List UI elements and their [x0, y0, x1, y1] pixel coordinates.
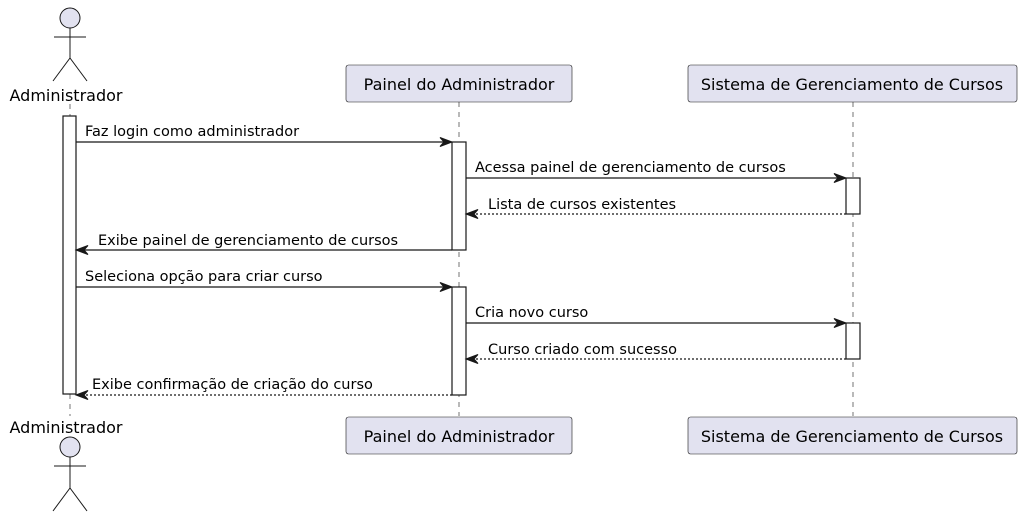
- message-label: Exibe painel de gerenciamento de cursos: [98, 233, 398, 249]
- arrowhead-right-icon: [833, 318, 848, 328]
- arrowhead-left-icon: [464, 354, 479, 364]
- arrowhead-right-icon: [439, 137, 454, 147]
- message-label: Acessa painel de gerenciamento de cursos: [475, 160, 786, 176]
- message-3: Lista de cursos existentes: [464, 197, 846, 219]
- message-label: Cria novo curso: [475, 305, 588, 321]
- participant-painel-bottom: Painel do Administrador: [345, 416, 573, 455]
- activation-sistema-2: [845, 322, 861, 360]
- actor-head-icon: [59, 7, 81, 29]
- message-6: Cria novo curso: [466, 305, 848, 328]
- actor-name-bottom: Administrador: [10, 418, 123, 437]
- message-4: Exibe painel de gerenciamento de cursos: [74, 233, 452, 255]
- message-2: Acessa painel de gerenciamento de cursos: [466, 160, 848, 183]
- message-label: Faz login como administrador: [85, 124, 299, 140]
- message-5: Seleciona opção para criar curso: [76, 269, 454, 292]
- message-7: Curso criado com sucesso: [464, 342, 846, 364]
- activation-administrador: [62, 115, 77, 395]
- arrowhead-right-icon: [833, 173, 848, 183]
- arrowhead-right-icon: [439, 282, 454, 292]
- arrowhead-left-icon: [74, 390, 89, 400]
- message-label: Curso criado com sucesso: [488, 342, 677, 358]
- participant-label-sistema-bottom: Sistema de Gerenciamento de Cursos: [701, 427, 1003, 446]
- actor-name-top: Administrador: [10, 86, 123, 105]
- arrowhead-left-icon: [74, 245, 89, 255]
- participant-label-sistema-top: Sistema de Gerenciamento de Cursos: [701, 75, 1003, 94]
- message-label: Lista de cursos existentes: [488, 197, 676, 213]
- actor-administrador-top: Administrador: [10, 7, 123, 105]
- message-label: Exibe confirmação de criação do curso: [92, 377, 373, 393]
- participant-painel-top: Painel do Administrador: [345, 64, 573, 103]
- message-label: Seleciona opção para criar curso: [85, 269, 323, 285]
- participant-label-painel-bottom: Painel do Administrador: [364, 427, 555, 446]
- activation-painel-2: [451, 286, 467, 396]
- activation-sistema-1: [845, 177, 861, 215]
- activation-painel-1: [451, 141, 467, 251]
- actor-administrador-bottom: Administrador: [10, 418, 123, 512]
- actor-head-icon: [59, 436, 81, 458]
- message-8: Exibe confirmação de criação do curso: [74, 377, 452, 400]
- participant-sistema-top: Sistema de Gerenciamento de Cursos: [687, 64, 1018, 103]
- arrowhead-left-icon: [464, 209, 479, 219]
- message-1: Faz login como administrador: [76, 124, 454, 147]
- participant-sistema-bottom: Sistema de Gerenciamento de Cursos: [687, 416, 1018, 455]
- participant-label-painel-top: Painel do Administrador: [364, 75, 555, 94]
